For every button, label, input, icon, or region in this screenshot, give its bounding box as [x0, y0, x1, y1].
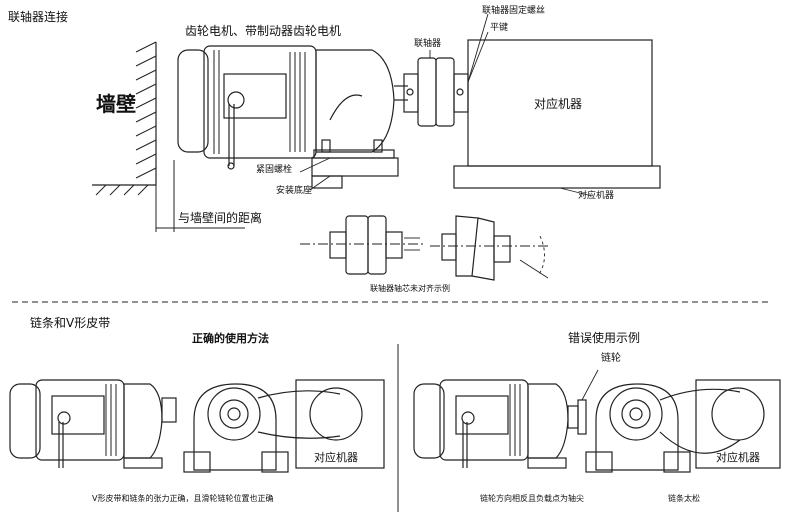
motor-wrong — [413, 379, 587, 469]
sprocket-label: 链轮 — [601, 353, 621, 364]
wrong-heading: 错误使用示例 — [568, 331, 641, 345]
misalignment-example — [300, 215, 549, 281]
machine-wrong — [695, 379, 781, 469]
wrong-caption-1: 链轮方向相反且负载点为轴尖 — [480, 494, 584, 503]
key-label: 平键 — [490, 23, 509, 33]
wrong-caption-2: 链条太松 — [668, 494, 700, 503]
machine-label: 对应机器 — [534, 97, 583, 111]
coupling-top — [403, 57, 469, 127]
gear-motor-top — [177, 45, 408, 170]
set-screw-label: 联轴器固定螺丝 — [482, 6, 546, 16]
base-label: 安装底座 — [276, 186, 313, 196]
machine-correct — [295, 379, 385, 469]
wall — [92, 41, 157, 196]
wall-distance-dimension — [155, 160, 245, 232]
wall-label: 墙壁 — [96, 92, 136, 116]
section2-title: 链条和V形皮带 — [30, 316, 111, 330]
wall-distance-label: 与墙壁间的距离 — [178, 211, 263, 225]
motor-base — [311, 157, 399, 189]
misalign-caption: 联轴器轴芯未对齐示例 — [370, 284, 450, 293]
correct-heading: 正确的使用方法 — [192, 332, 269, 345]
pulley-correct — [183, 383, 341, 473]
machine-label-left: 对应机器 — [314, 451, 358, 464]
machine-top — [453, 39, 661, 189]
section1-title: 联轴器连接 — [8, 10, 69, 24]
motor-title: 齿轮电机、带制动器齿轮电机 — [185, 24, 342, 38]
pulley-wrong — [585, 383, 741, 473]
coupling-label: 联轴器 — [414, 39, 442, 49]
bolt-label: 紧固螺栓 — [256, 165, 293, 175]
correct-caption: V形皮带和链条的张力正确，且滑轮链轮位置也正确 — [92, 494, 274, 503]
machine-base-label: 对应机器 — [578, 191, 615, 201]
leaders-top — [299, 13, 593, 197]
sprocket-leader — [581, 369, 599, 401]
machine-label-right: 对应机器 — [716, 451, 760, 464]
motor-correct — [9, 379, 177, 469]
